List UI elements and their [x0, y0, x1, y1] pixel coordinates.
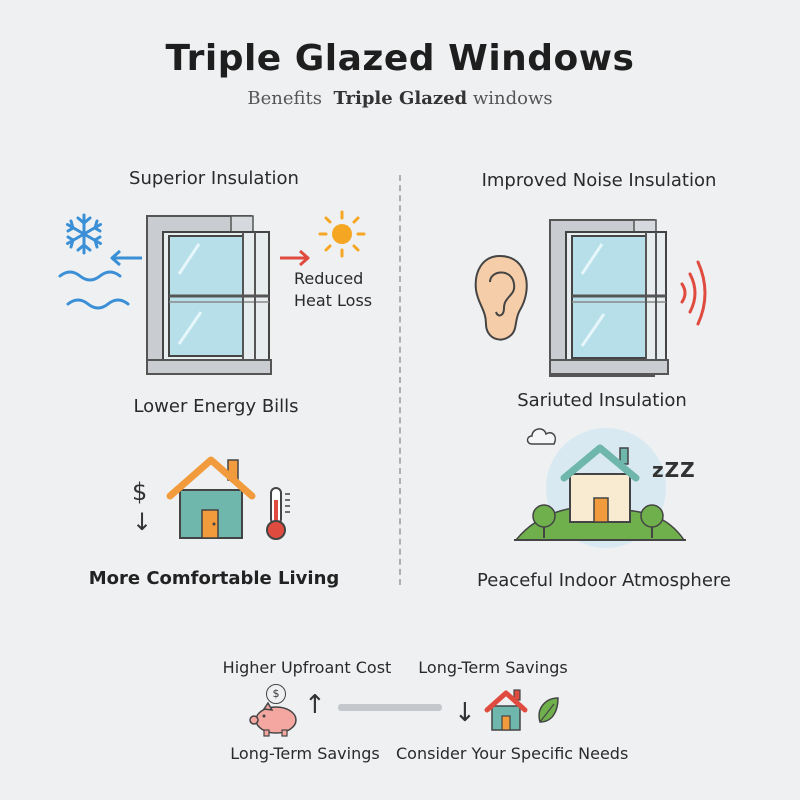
ear-icon: [474, 254, 528, 341]
subtitle-part-2: Triple Glazed: [333, 88, 468, 109]
tree-icon: [640, 504, 664, 538]
wave-icon: [58, 270, 130, 310]
triple-window-left: [146, 215, 272, 375]
small-house-icon: [484, 689, 528, 731]
snowflake-icon: [66, 213, 102, 255]
heat-loss-label: Heat Loss: [294, 291, 373, 310]
red-arrow-icon: [280, 249, 310, 267]
up-arrow-symbol: ↑: [304, 690, 326, 720]
subtitle-part-3: windows: [472, 88, 553, 109]
blue-arrow-icon: [110, 249, 142, 267]
lower-energy-bills-label: Lower Energy Bills: [133, 396, 299, 417]
house-icon: [166, 456, 256, 539]
reduced-label: Reduced: [294, 269, 364, 288]
subtitle-part-1: Benefits: [247, 88, 322, 109]
triple-window-right: [549, 219, 669, 377]
higher-upfront-cost-label: Higher Upfroant Cost: [222, 658, 392, 677]
long-term-savings-top-label: Long-Term Savings: [418, 658, 568, 677]
reduced-heat-loss-label: Reduced Heat Loss: [294, 268, 372, 312]
piggy-bank-icon: [249, 701, 297, 737]
dollar-symbol: $: [132, 478, 148, 506]
peaceful-house-scene: [514, 428, 686, 548]
consider-specific-needs-label: Consider Your Specific Needs: [396, 744, 629, 763]
tree-icon: [532, 504, 556, 538]
leaf-icon: [538, 697, 559, 723]
thermometer-icon: [266, 487, 290, 540]
sound-wave-icon: [680, 260, 707, 326]
page-subtitle: Benefits Triple Glazed windows: [0, 88, 800, 109]
sleep-zzz-text: zZZ: [652, 458, 696, 482]
sun-icon: [318, 210, 366, 258]
center-divider: [399, 175, 401, 585]
long-term-savings-bottom-label: Long-Term Savings: [230, 744, 380, 763]
cloud-icon: [526, 428, 557, 445]
down-arrow-symbol-footer: ↓: [454, 698, 476, 728]
page-title: Triple Glazed Windows: [165, 38, 635, 79]
coin-icon: $: [266, 684, 286, 704]
peaceful-indoor-atmosphere-label: Peaceful Indoor Atmosphere: [476, 570, 731, 591]
down-arrow-symbol: ↓: [132, 508, 153, 536]
connector-bar: [338, 704, 442, 711]
superior-insulation-heading: Superior Insulation: [129, 168, 299, 189]
improved-noise-insulation-heading: Improved Noise Insulation: [481, 170, 717, 191]
more-comfortable-living-label: More Comfortable Living: [88, 568, 340, 589]
sariuted-insulation-label: Sariuted Insulation: [517, 390, 687, 411]
